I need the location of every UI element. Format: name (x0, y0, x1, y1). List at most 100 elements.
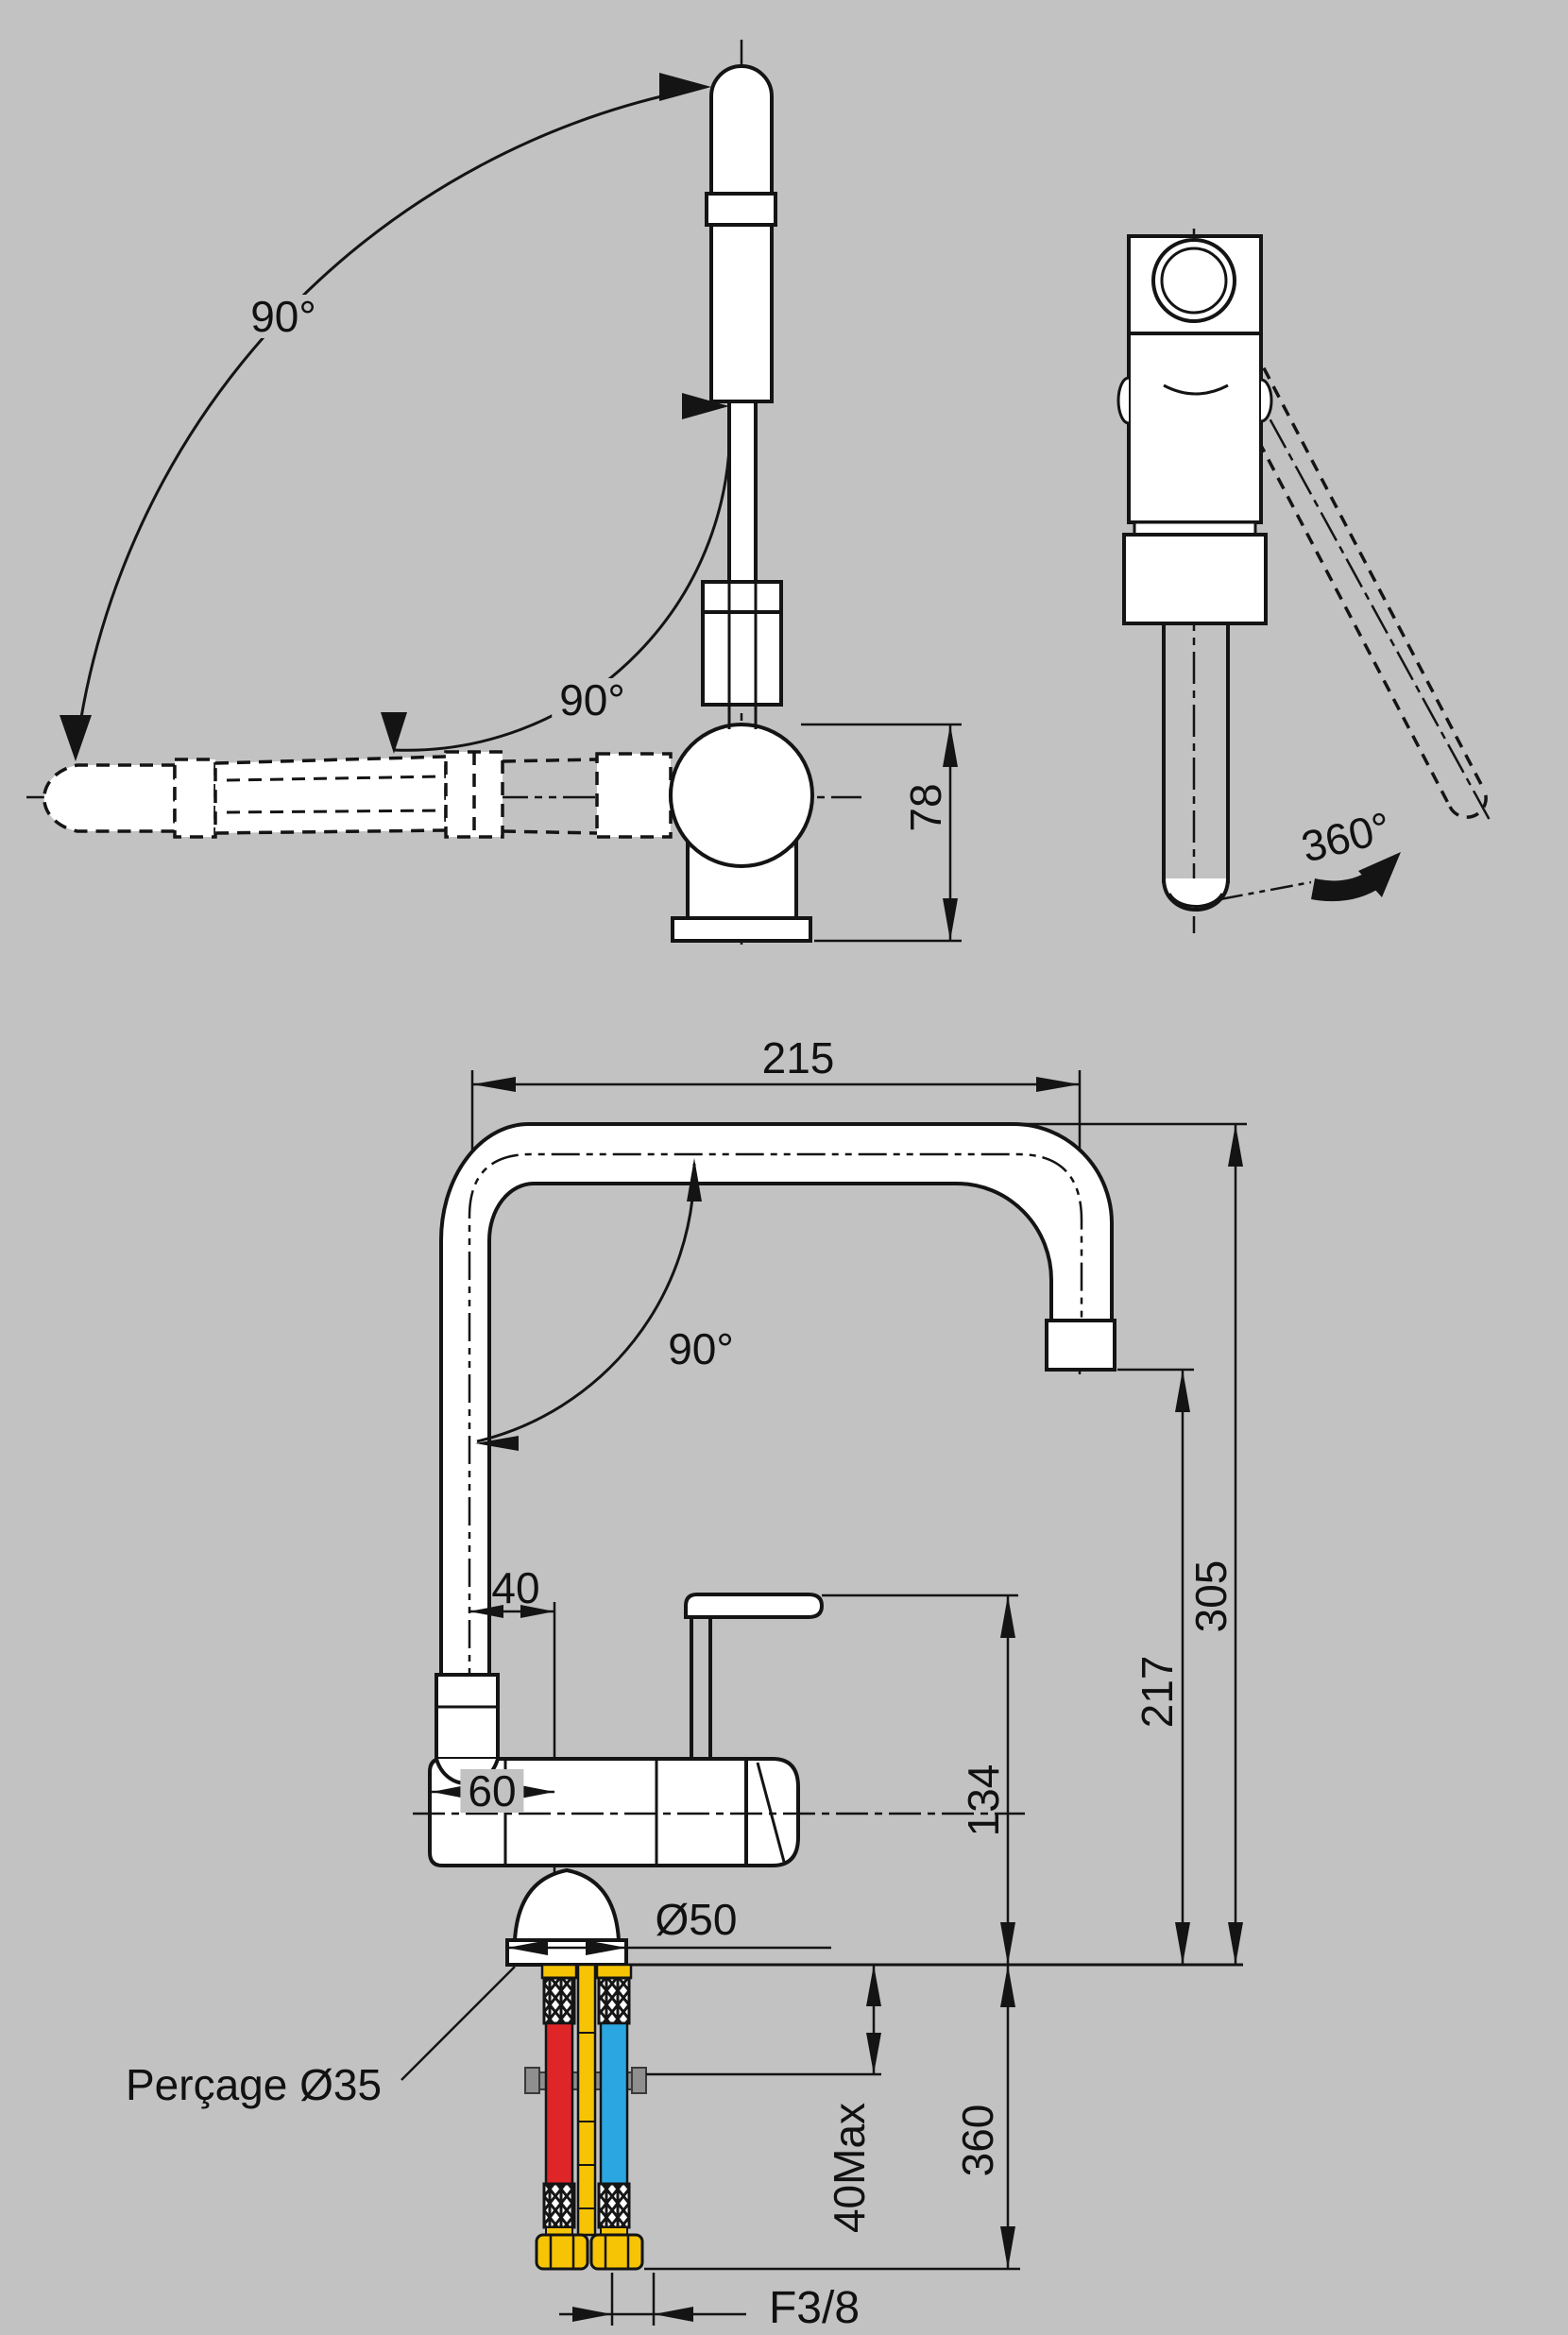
arrowhead-icon (432, 1785, 466, 1798)
dim-134 (1000, 1595, 1015, 1965)
rod-threads (578, 2032, 595, 2209)
base-bell (513, 1867, 621, 1941)
angle-label-mid: 90° (552, 678, 633, 722)
spout-centerline (468, 1152, 1083, 1710)
arrowhead-icon (520, 1605, 554, 1618)
dim-label-dia50: Ø50 (655, 1895, 738, 1944)
arrowhead-icon (469, 1605, 503, 1618)
plate-tab (524, 2067, 540, 2094)
ext-lines (470, 1070, 1082, 1374)
braided-section (542, 2182, 576, 2229)
ext-lines (801, 723, 962, 943)
arm-end-cap (43, 763, 177, 833)
dim-label-thread: F3/8 (768, 2283, 861, 2333)
profile-view (1116, 229, 1492, 933)
dim-f38 (559, 2273, 746, 2326)
dim-78 (801, 723, 962, 943)
left-bump (1116, 376, 1130, 425)
dim-dia50 (507, 1940, 831, 1955)
dim-305 (1228, 1124, 1243, 1965)
arrowhead-icon (682, 393, 729, 419)
down-pipe (1162, 623, 1230, 883)
spout-fill (441, 1124, 1112, 1675)
swing-arc-large (74, 85, 707, 757)
pipe-collar (705, 192, 777, 227)
rotation-arrowhead-icon (1358, 852, 1401, 897)
arrowhead-icon (1228, 1124, 1243, 1167)
rotation-ref-line (1219, 880, 1312, 901)
ext-lines (610, 2273, 656, 2326)
arrowhead-icon (507, 1940, 548, 1955)
arrowhead-icon (1000, 1595, 1015, 1638)
dim-label-60: 60 (460, 1769, 524, 1813)
hex-nut (535, 2233, 589, 2271)
swing-arc-front (476, 1163, 696, 1443)
arm-collar (173, 758, 217, 839)
arrowhead-icon (1000, 2226, 1015, 2269)
arrowhead-icon (520, 1785, 554, 1798)
arrowhead-icon (1000, 1922, 1015, 1965)
dim-label-360len: 360 (953, 2104, 1002, 2177)
right-bump (1260, 378, 1273, 423)
dim-label-78: 78 (901, 783, 950, 832)
dim-215 (470, 1070, 1082, 1374)
joint-circle-inner (1160, 247, 1228, 315)
pipe-bottom-cap-inner (1167, 893, 1224, 908)
body-lower-block (1122, 533, 1268, 625)
base-flange (505, 1938, 628, 1967)
arm-lines (502, 758, 598, 835)
drill-note-label: Perçage Ø35 (126, 2060, 383, 2109)
dim-label-40: 40 (491, 1563, 540, 1612)
body-top-block (701, 580, 783, 707)
hose-cap (595, 1963, 633, 1980)
spout-outer-edge (439, 1122, 1114, 1675)
angle-label-front: 90° (660, 1327, 741, 1371)
arrowhead-icon (1036, 1077, 1080, 1092)
diagonal-centerline (1192, 280, 1492, 823)
nut-facets (549, 2235, 630, 2269)
arrowhead-icon (659, 73, 711, 101)
hot-hose (544, 2021, 574, 2186)
arrowhead-icon (1175, 1370, 1190, 1412)
base-flange-side (671, 916, 812, 943)
arrowhead-icon (472, 1077, 516, 1092)
hose-cap (540, 1963, 578, 1980)
arrowhead-icon (687, 1158, 702, 1202)
braided-section (542, 1976, 576, 2025)
braided-section (597, 2182, 631, 2229)
side-view-folded (26, 40, 962, 945)
dim-40max (866, 1965, 881, 2074)
spout-nozzle (1045, 1319, 1116, 1372)
arrowhead-icon (475, 1436, 519, 1451)
pipe-edge (1180, 293, 1452, 808)
arrowhead-icon (381, 712, 407, 754)
spout-inner-edge (487, 1182, 1053, 1675)
pipe-neck (727, 400, 758, 584)
threaded-rod (576, 1963, 597, 2237)
swing-arc-small (393, 405, 732, 752)
arm-inner-lines (226, 775, 445, 814)
column-sides (686, 841, 798, 918)
arrowhead-icon (60, 715, 92, 761)
arrowhead-icon (1228, 1922, 1243, 1965)
arrowhead-icon (572, 2307, 612, 2322)
arrowhead-icon (586, 1940, 626, 1955)
handle-stem (690, 1617, 712, 1759)
pipe-shoulder (1163, 383, 1229, 396)
phantom-folded-spout (43, 750, 673, 839)
pipe-edge (1214, 275, 1486, 791)
pipe-top-cap (709, 64, 774, 196)
dim-360 (1000, 1965, 1015, 2269)
dim-label-215: 215 (761, 1033, 835, 1082)
ball-joint (669, 723, 814, 868)
arrowhead-icon (654, 2307, 693, 2322)
dim-label-305: 305 (1186, 1560, 1236, 1633)
arrowhead-icon (943, 898, 958, 941)
arrowhead-icon (866, 2033, 881, 2074)
braided-section (597, 1976, 631, 2025)
elbow-joint (435, 1673, 500, 1761)
dim-217 (1175, 1370, 1190, 1965)
plate-tab (631, 2067, 647, 2094)
